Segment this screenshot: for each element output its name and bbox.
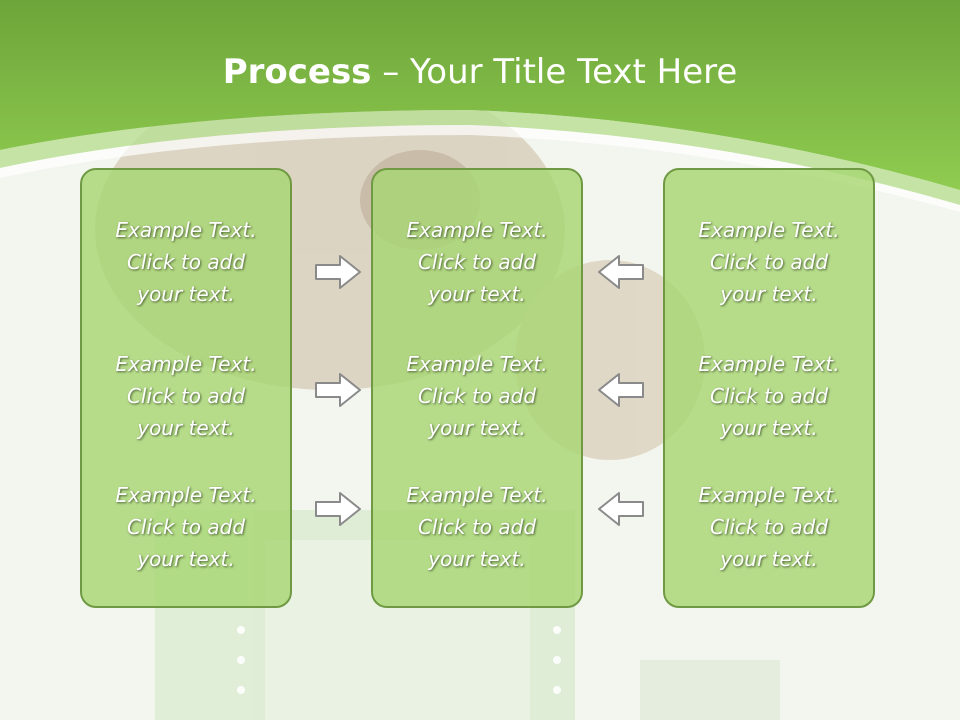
text-line: Click to add [126, 384, 246, 408]
text-line: Click to add [709, 515, 829, 539]
left-arrow-icon[interactable] [597, 491, 645, 527]
text-line: your text. [720, 547, 818, 571]
text-line: Click to add [417, 515, 537, 539]
text-line: Click to add [126, 250, 246, 274]
title-rest: – Your Title Text Here [371, 52, 738, 92]
text-line: Example Text. [115, 218, 257, 242]
text-line: your text. [137, 547, 235, 571]
text-block[interactable]: Example Text. Click to add your text. [665, 348, 873, 444]
text-line: Example Text. [406, 483, 548, 507]
text-block[interactable]: Example Text. Click to add your text. [665, 214, 873, 310]
left-arrow-icon[interactable] [597, 254, 645, 290]
text-line: Example Text. [115, 352, 257, 376]
text-line: your text. [137, 282, 235, 306]
text-line: Example Text. [406, 352, 548, 376]
slide-title[interactable]: Process – Your Title Text Here [0, 52, 960, 92]
right-arrow-icon[interactable] [314, 254, 362, 290]
text-block[interactable]: Example Text. Click to add your text. [82, 214, 290, 310]
text-line: Example Text. [698, 483, 840, 507]
text-line: Example Text. [115, 483, 257, 507]
center-process-box[interactable]: Example Text. Click to add your text. Ex… [371, 168, 583, 608]
text-line: your text. [720, 416, 818, 440]
text-line: Click to add [417, 384, 537, 408]
text-block[interactable]: Example Text. Click to add your text. [373, 348, 581, 444]
title-strong: Process [222, 52, 372, 92]
right-arrow-icon[interactable] [314, 491, 362, 527]
text-line: Click to add [709, 250, 829, 274]
text-line: Click to add [709, 384, 829, 408]
text-block[interactable]: Example Text. Click to add your text. [373, 214, 581, 310]
text-block[interactable]: Example Text. Click to add your text. [373, 479, 581, 575]
text-line: your text. [428, 547, 526, 571]
right-arrow-icon[interactable] [314, 372, 362, 408]
text-line: your text. [720, 282, 818, 306]
text-line: Example Text. [698, 352, 840, 376]
text-line: Click to add [126, 515, 246, 539]
text-line: your text. [137, 416, 235, 440]
left-arrow-icon[interactable] [597, 372, 645, 408]
text-line: Click to add [417, 250, 537, 274]
text-block[interactable]: Example Text. Click to add your text. [82, 479, 290, 575]
text-block[interactable]: Example Text. Click to add your text. [665, 479, 873, 575]
text-line: your text. [428, 416, 526, 440]
text-line: your text. [428, 282, 526, 306]
text-line: Example Text. [406, 218, 548, 242]
text-block[interactable]: Example Text. Click to add your text. [82, 348, 290, 444]
text-line: Example Text. [698, 218, 840, 242]
right-process-box[interactable]: Example Text. Click to add your text. Ex… [663, 168, 875, 608]
left-process-box[interactable]: Example Text. Click to add your text. Ex… [80, 168, 292, 608]
